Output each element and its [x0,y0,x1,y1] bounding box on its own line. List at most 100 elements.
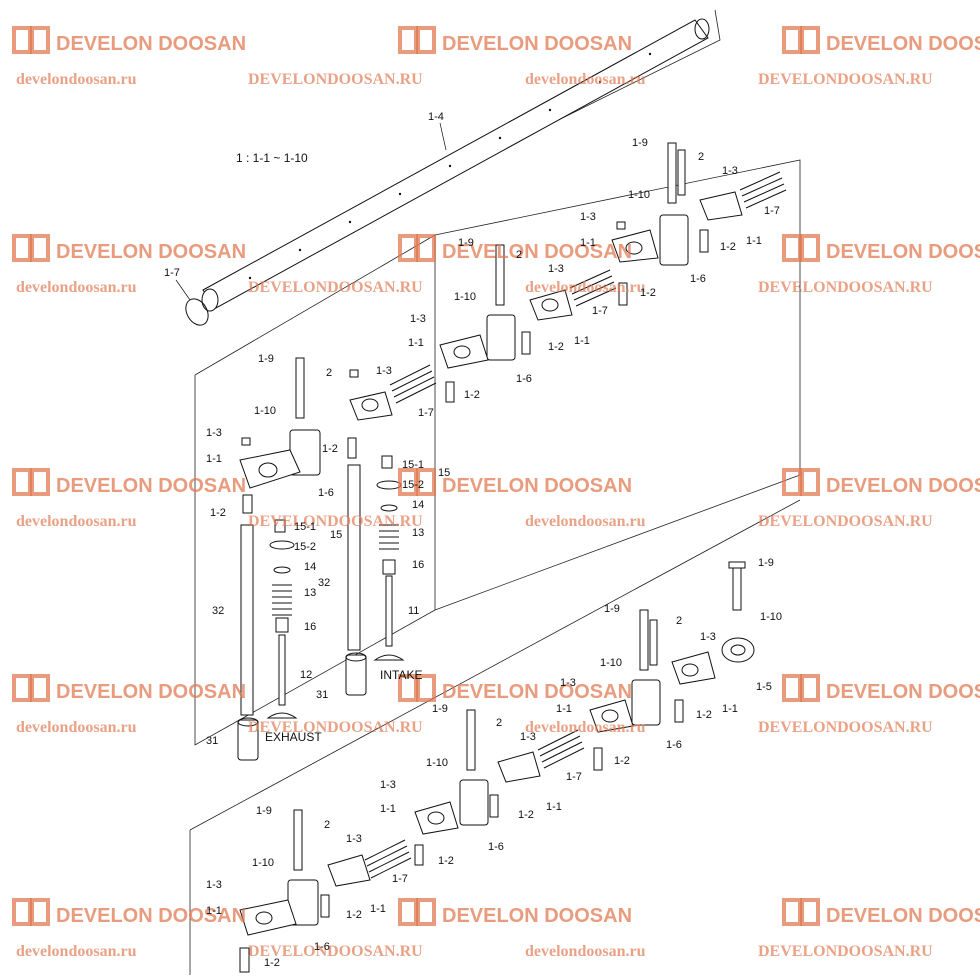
site-watermark: develondoosan.ru [525,71,646,88]
rocker-assembly-upper-4 [611,142,787,266]
site-watermark: DEVELONDOOSAN.RU [248,513,423,530]
rocker-assembly-upper-1 [239,357,321,514]
callout-1-3: 1-3 [206,427,222,439]
callout-1-7: 1-7 [418,407,434,419]
callout-1-9: 1-9 [632,137,648,149]
site-watermark: DEVELONDOOSAN.RU [758,513,933,530]
callout-12: 12 [300,669,312,681]
callout-1-2: 1-2 [322,443,338,455]
rocker-assembly-lower-2 [414,709,603,866]
brand-logo-icon [12,26,50,54]
brand-watermark: DEVELON DOOSAN [442,33,632,55]
callout-1-1: 1-1 [746,235,762,247]
intake-valve-train [345,455,405,696]
callout-13: 13 [304,587,316,599]
callout-1-2: 1-2 [264,957,280,969]
callout-31: 31 [316,689,328,701]
brand-logo-icon [12,234,50,262]
callout-16: 16 [304,621,316,633]
brand-watermark: DEVELON DOOSAN [442,905,632,927]
brand-watermark: DEVELON DOOSAN [826,33,980,55]
brand-watermark: DEVELON DOOSAN [442,475,632,497]
callout-1-7: 1-7 [764,205,780,217]
brand-logo-icon [12,674,50,702]
brand-watermark: DEVELON DOOSAN [56,241,246,263]
callout-13: 13 [412,527,424,539]
callout-1-1: 1-1 [546,801,562,813]
exhaust-valve-train [237,519,298,761]
callout-1-7: 1-7 [392,873,408,885]
callout-1-9: 1-9 [432,703,448,715]
site-watermark: develondoosan.ru [525,279,646,296]
callout-32: 32 [318,577,330,589]
brand-logo-icon [782,674,820,702]
callout-1-6: 1-6 [314,941,330,953]
brand-watermark: DEVELON DOOSAN [56,681,246,703]
intake-caption: INTAKE [380,668,422,682]
callout-1-2: 1-2 [210,507,226,519]
brand-watermark: DEVELON DOOSAN [826,681,980,703]
callout-1-3: 1-3 [346,833,362,845]
callout-1-3: 1-3 [722,165,738,177]
brand-watermark: DEVELON DOOSAN [56,905,246,927]
site-watermark: DEVELONDOOSAN.RU [248,279,423,296]
callout-1-1: 1-1 [370,903,386,915]
callout-32: 32 [212,605,224,617]
site-watermark: DEVELONDOOSAN.RU [248,71,423,88]
callout-14: 14 [304,561,316,573]
brand-watermark: DEVELON DOOSAN [826,905,980,927]
callout-1-5: 1-5 [756,681,772,693]
brand-watermark: DEVELON DOOSAN [442,681,632,703]
callout-1-10: 1-10 [600,657,622,669]
callout-1-10: 1-10 [760,611,782,623]
site-watermark: DEVELONDOOSAN.RU [758,71,933,88]
brand-watermark: DEVELON DOOSAN [826,241,980,263]
callout-1-2: 1-2 [696,709,712,721]
site-watermark: develondoosan.ru [16,719,137,736]
brand-watermark: DEVELON DOOSAN [826,475,980,497]
brand-logo-icon [782,898,820,926]
callout-1-2: 1-2 [346,909,362,921]
site-watermark: DEVELONDOOSAN.RU [248,719,423,736]
brand-watermark: DEVELON DOOSAN [56,33,246,55]
callout-2: 2 [326,367,332,379]
callout-1-2: 1-2 [464,389,480,401]
brand-watermark: DEVELON DOOSAN [56,475,246,497]
callout-1-10: 1-10 [628,189,650,201]
brand-logo-icon [782,468,820,496]
site-watermark: develondoosan.ru [525,943,646,960]
callout-1-3: 1-3 [520,731,536,743]
rocker-assembly-upper-2 [347,364,455,459]
rocker-assembly-lower-1 [239,809,412,973]
callout-1-6: 1-6 [666,739,682,751]
callout-2: 2 [676,615,682,627]
site-watermark: develondoosan.ru [16,513,137,530]
site-watermark: develondoosan.ru [525,719,646,736]
callout-1-1: 1-1 [408,337,424,349]
callout-1-3: 1-3 [376,365,392,377]
callout-2: 2 [496,717,502,729]
callout-1-2: 1-2 [438,855,454,867]
callout-1-1: 1-1 [574,335,590,347]
callout-1-10: 1-10 [426,757,448,769]
callout-1-2: 1-2 [640,287,656,299]
callout-2: 2 [698,151,704,163]
site-watermark: DEVELONDOOSAN.RU [758,279,933,296]
callout-1-4: 1-4 [428,111,444,123]
brand-logo-icon [398,674,436,702]
assembly-frames [189,9,801,975]
callout-1-3: 1-3 [380,779,396,791]
site-watermark: develondoosan.ru [525,513,646,530]
part-callouts: 1-4 1-7 1-9 2 1-3 1-10 1-7 1-3 1-1 1-1 1… [164,111,782,969]
site-watermark: DEVELONDOOSAN.RU [758,719,933,736]
callout-1-3: 1-3 [700,631,716,643]
assembly-note: 1 : 1-1 ~ 1-10 [236,151,308,165]
callout-1-2: 1-2 [720,241,736,253]
callout-1-3: 1-3 [410,313,426,325]
callout-1-6: 1-6 [690,273,706,285]
callout-1-9: 1-9 [604,603,620,615]
callout-15-1: 15-1 [402,459,424,471]
brand-watermark: DEVELON DOOSAN [442,241,632,263]
rocker-shaft [201,18,710,312]
